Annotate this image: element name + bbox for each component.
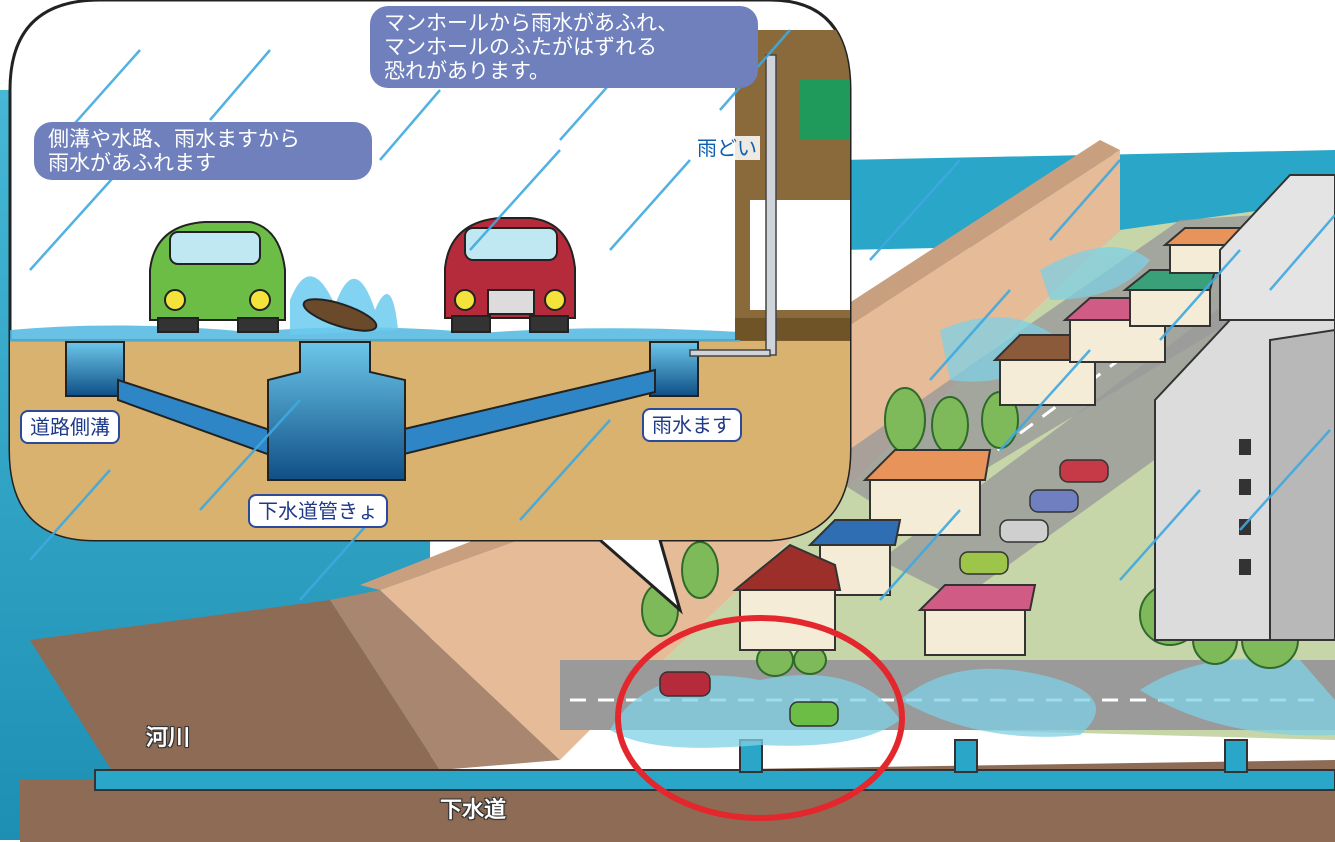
apartment-building-icon	[1154, 174, 1335, 641]
manhole-cover-icon	[302, 298, 378, 332]
car-icon	[149, 221, 286, 333]
downspout-label: 雨どい	[694, 136, 760, 160]
rain-inlet-label: 雨水ます	[642, 408, 742, 442]
sewer-main	[94, 739, 1335, 791]
gutter-overflow-callout: 側溝や水路、雨水ますから 雨水があふれます	[34, 122, 372, 180]
car-icon	[659, 459, 1109, 727]
manhole-overflow-callout: マンホールから雨水があふれ、 マンホールのふたがはずれる 恐れがあります。	[370, 6, 758, 88]
river-label: 河川	[146, 726, 191, 751]
road-gutter-label: 道路側溝	[20, 410, 120, 444]
highlight-ring	[615, 615, 905, 821]
sewer-label: 下水道	[440, 798, 507, 823]
sewer-pipe-label: 下水道管きょ	[248, 494, 388, 528]
closeup-bubble	[8, 0, 852, 615]
car-icon	[444, 217, 576, 333]
